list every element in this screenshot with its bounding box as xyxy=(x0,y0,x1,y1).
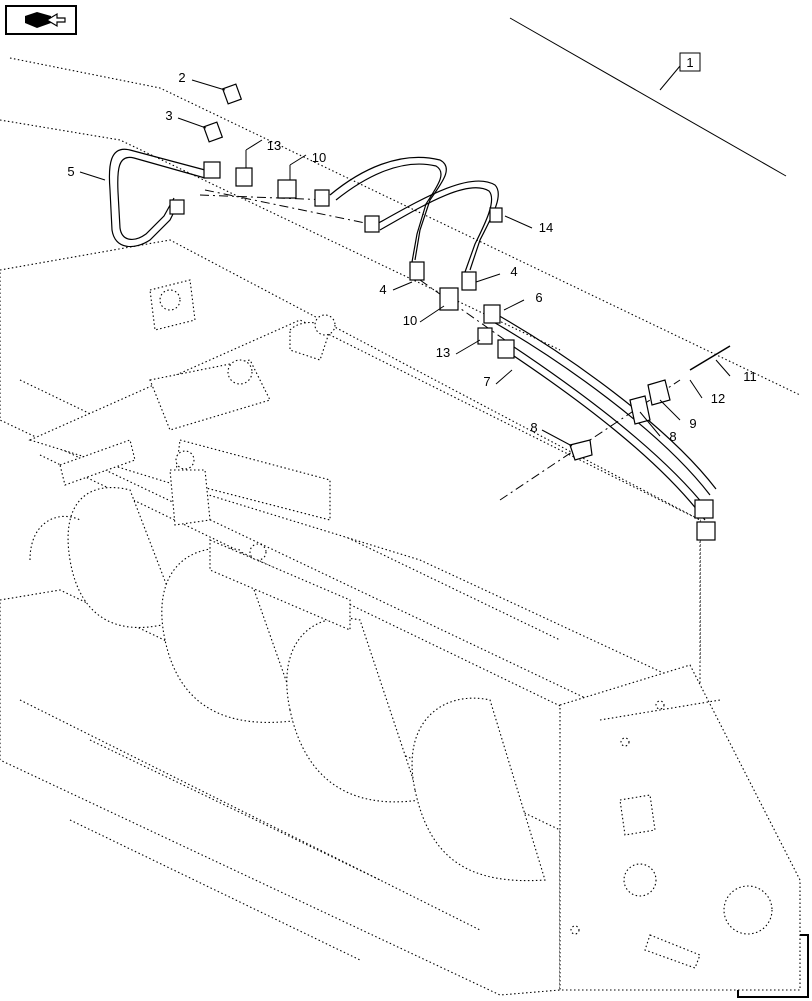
callout-14: 14 xyxy=(539,220,553,235)
callout-6: 6 xyxy=(535,290,542,305)
callout-2: 2 xyxy=(178,70,185,85)
callout-8a: 8 xyxy=(530,420,537,435)
callout-11: 11 xyxy=(743,369,757,384)
callouts: 2 3 5 13 10 14 4 4 10 13 6 7 8 8 9 12 xyxy=(67,70,757,447)
assembly-reference: 1 xyxy=(509,17,787,177)
callout-3: 3 xyxy=(165,108,172,123)
callout-8b: 8 xyxy=(669,429,676,444)
fittings xyxy=(169,83,731,541)
callout-13b: 13 xyxy=(436,345,450,360)
hydraulic-lines xyxy=(108,148,717,521)
callout-4a: 4 xyxy=(379,282,386,297)
callout-9: 9 xyxy=(689,416,696,431)
end-panel-hardware xyxy=(570,700,773,969)
callout-4b: 4 xyxy=(510,264,517,279)
pivot-arm-bracket xyxy=(149,279,351,631)
callout-7: 7 xyxy=(483,374,490,389)
callout-10b: 10 xyxy=(403,313,417,328)
callout-13a: 13 xyxy=(267,138,281,153)
callout-5: 5 xyxy=(67,164,74,179)
auger-flights xyxy=(29,486,546,882)
callout-10a: 10 xyxy=(312,150,326,165)
arrow-back-icon xyxy=(25,12,66,28)
callout-1: 1 xyxy=(686,55,693,70)
previous-view-button[interactable] xyxy=(5,5,77,35)
callout-12: 12 xyxy=(711,391,725,406)
